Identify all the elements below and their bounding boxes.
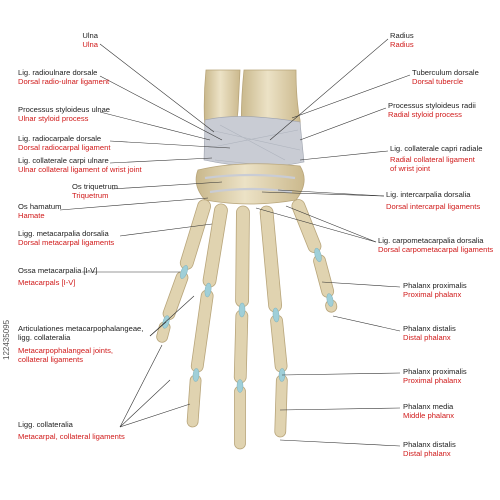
finger-ring-joint-2: [192, 368, 200, 382]
finger-middle-bone-2: [233, 309, 249, 384]
leader-line: [255, 207, 377, 243]
leader-line: [109, 140, 231, 149]
leader-line: [279, 439, 401, 447]
finger-index-bone-2: [270, 314, 288, 373]
finger-thumb-bone-1: [291, 199, 322, 254]
leader-line: [119, 223, 213, 237]
finger-index-joint-1: [272, 307, 280, 323]
finger-thumb-joint-1: [314, 247, 322, 263]
label-ossa-metacarpalia: Ossa metacarpalia [I-V]Metacarpals [I-V]: [18, 266, 98, 287]
leader-line: [99, 75, 223, 141]
leader-line: [277, 189, 385, 197]
finger-index: [259, 205, 288, 438]
finger-thumb-joint-2: [326, 293, 334, 307]
leader-lines: [59, 38, 411, 447]
leader-line: [99, 111, 211, 141]
finger-bones: [156, 199, 338, 450]
leader-line: [281, 372, 401, 376]
finger-middle-joint-2: [236, 379, 244, 393]
leader-line: [261, 191, 385, 197]
leader-line: [291, 74, 411, 119]
leader-line: [299, 107, 387, 141]
finger-index-bone-1: [259, 205, 283, 313]
leader-line: [119, 403, 191, 428]
label-artic-mcp: Articulationes metacarpophalangeae,ligg.…: [18, 324, 144, 364]
leader-line: [119, 379, 171, 428]
leader-line: [321, 281, 401, 288]
finger-ring-bone-2: [190, 289, 214, 373]
finger-middle-bone-1: [235, 205, 250, 308]
finger-middle-joint-1: [238, 302, 246, 318]
finger-ring-bone-3: [186, 374, 202, 428]
finger-thumb-bone-2: [313, 254, 335, 298]
finger-middle-bone-3: [234, 385, 246, 450]
leader-line: [149, 321, 167, 337]
finger-thumb: [291, 199, 338, 313]
leader-line: [299, 150, 389, 161]
leader-line: [111, 181, 223, 190]
leader-line: [99, 43, 215, 133]
leader-line: [59, 197, 209, 211]
carpal-bones: [195, 163, 305, 205]
leader-line: [119, 344, 163, 428]
leader-line: [285, 205, 377, 243]
finger-little-joint-1: [180, 265, 188, 279]
leader-line: [279, 407, 401, 411]
finger-ring-joint-1: [204, 282, 212, 298]
leader-line: [269, 38, 389, 141]
finger-little-bone-2: [162, 271, 189, 320]
finger-middle: [233, 205, 250, 450]
finger-ring: [186, 203, 228, 428]
finger-index-bone-3: [274, 374, 288, 438]
wrist-ligaments: [203, 116, 305, 169]
leader-line: [109, 157, 213, 164]
leader-line: [332, 315, 401, 332]
stock-watermark: 122435095: [2, 319, 11, 360]
